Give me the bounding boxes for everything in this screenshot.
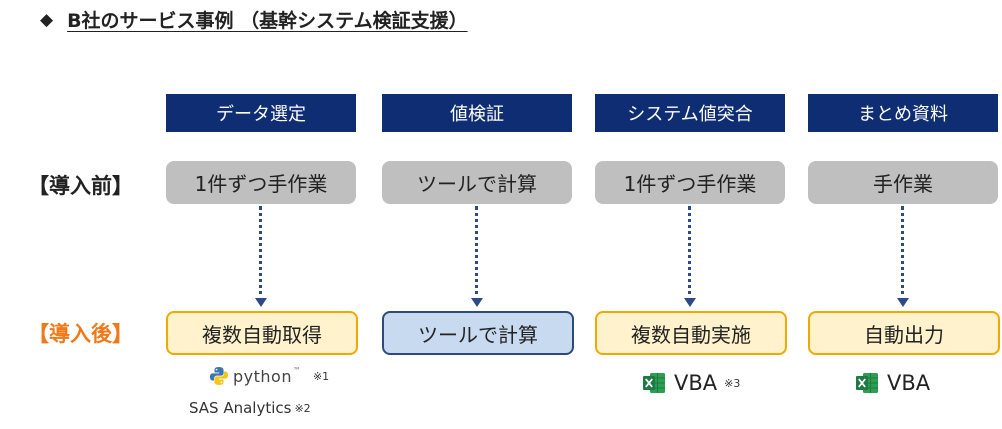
vba-tool-col4: VBA — [855, 371, 930, 395]
row-label-before: 【導入前】 — [28, 174, 133, 198]
arrow-down-icon — [255, 298, 267, 307]
arrow-down-icon — [897, 298, 909, 307]
sas-label: SAS Analytics — [189, 399, 292, 417]
vba-tool-col3: VBA ※3 — [642, 371, 740, 395]
connector-line-2 — [475, 206, 480, 302]
python-logo: python ™ ※1 — [209, 366, 329, 386]
sas-note: ※2 — [294, 401, 311, 415]
arrow-down-icon — [471, 298, 483, 307]
page-title: ◆ B社のサービス事例 （基幹システム検証支援） — [40, 6, 468, 33]
connector-line-3 — [688, 206, 693, 302]
title-text: B社のサービス事例 （基幹システム検証支援） — [67, 10, 468, 32]
python-icon — [210, 367, 228, 385]
after-box-4: 自動出力 — [808, 311, 1000, 355]
connector-line-1 — [259, 206, 264, 302]
python-note: ※1 — [312, 369, 330, 383]
python-label: python — [233, 366, 292, 386]
before-box-1: 1件ずつ手作業 — [166, 161, 356, 204]
before-box-4: 手作業 — [808, 161, 998, 204]
diamond-icon: ◆ — [40, 9, 54, 30]
excel-icon — [856, 373, 878, 393]
vba-label: VBA — [674, 371, 718, 395]
vba-note: ※3 — [724, 376, 741, 390]
step-header-value-verification: 値検証 — [382, 94, 572, 132]
step-header-summary-report: まとめ資料 — [808, 94, 998, 132]
before-box-2: ツールで計算 — [382, 161, 572, 204]
sas-label-row: SAS Analytics ※2 — [189, 399, 311, 417]
row-label-after: 【導入後】 — [28, 322, 133, 346]
step-header-system-reconciliation: システム値突合 — [595, 94, 785, 132]
after-box-2: ツールで計算 — [382, 311, 574, 355]
step-header-data-selection: データ選定 — [166, 94, 356, 132]
connector-line-4 — [901, 206, 906, 302]
excel-icon — [643, 373, 665, 393]
arrow-down-icon — [684, 298, 696, 307]
before-box-3: 1件ずつ手作業 — [595, 161, 785, 204]
after-box-3: 複数自動実施 — [595, 311, 787, 355]
vba-label: VBA — [887, 371, 931, 395]
after-box-1: 複数自動取得 — [166, 311, 358, 355]
python-trademark: ™ — [292, 366, 301, 375]
